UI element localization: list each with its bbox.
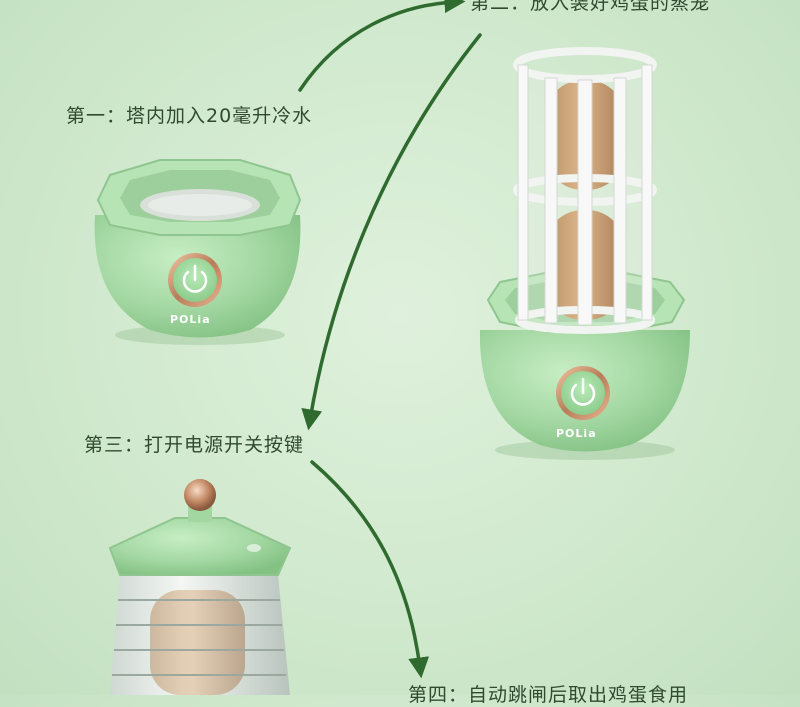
step-four-label: 第四：自动跳闸后取出鸡蛋食用 bbox=[408, 684, 689, 706]
device-with-steamer: POLia bbox=[479, 47, 690, 460]
power-icon bbox=[570, 377, 596, 406]
power-icon bbox=[182, 264, 208, 293]
step-two-label: 第二：放入装好鸡蛋的蒸笼 bbox=[470, 0, 711, 14]
step-one-label: 第一：塔内加入20毫升冷水 bbox=[66, 105, 313, 127]
step-three-label: 第三：打开电源开关按键 bbox=[84, 434, 305, 456]
brand-logo: POLia bbox=[170, 313, 211, 326]
device-base-empty: POLia bbox=[94, 159, 302, 345]
device-assembled bbox=[108, 479, 292, 695]
arrow-icon bbox=[298, 0, 482, 679]
brand-logo: POLia bbox=[556, 427, 597, 440]
